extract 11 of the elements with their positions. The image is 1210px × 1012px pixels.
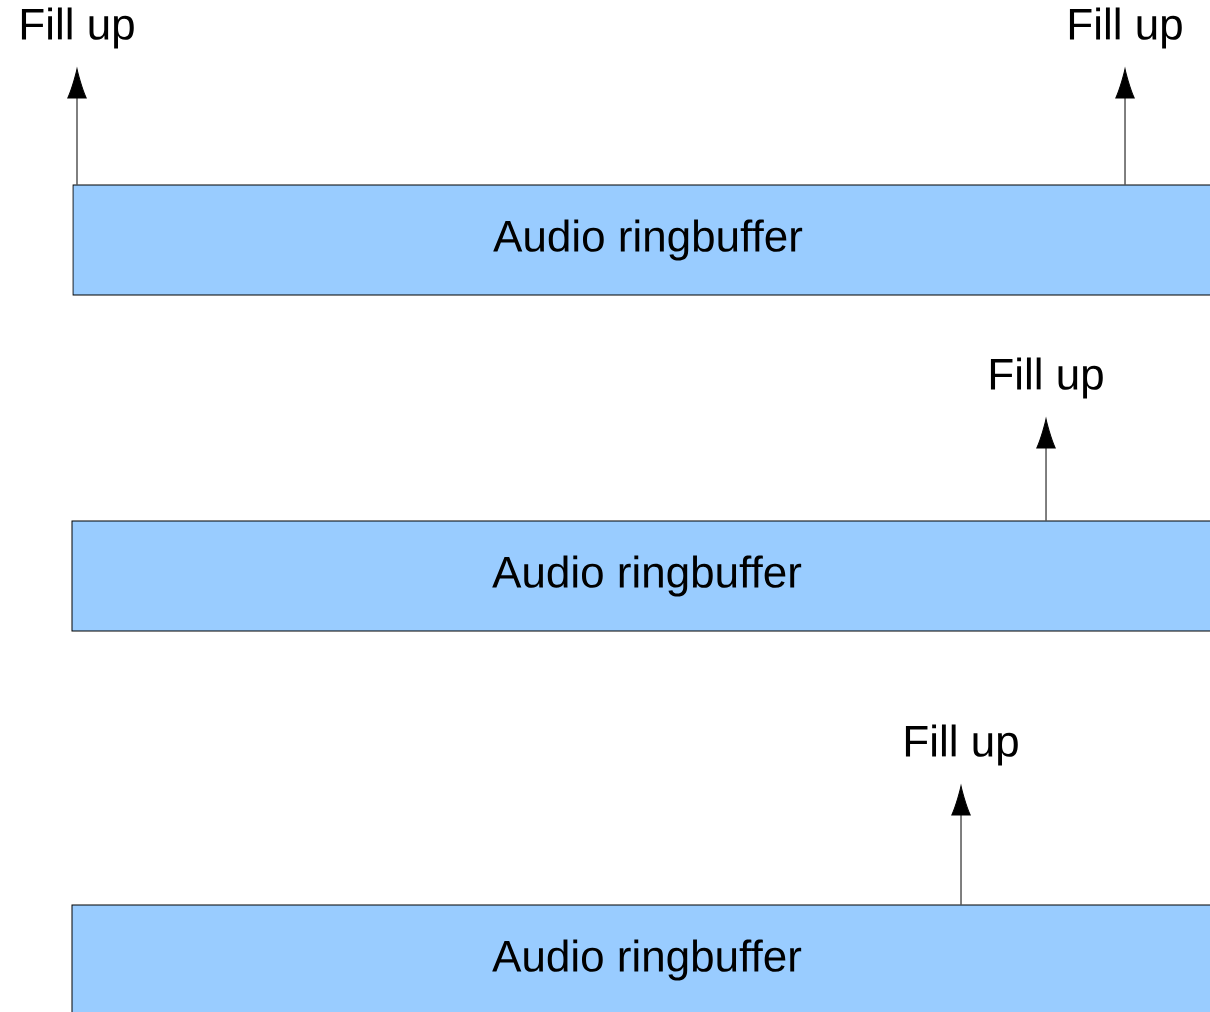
fill-label: Fill up bbox=[990, 357, 1103, 399]
buffer-bar: Audio ringbuffer bbox=[71, 520, 1210, 632]
fill-label: Fill up bbox=[21, 7, 134, 49]
buffer-bar: Audio ringbuffer bbox=[72, 184, 1210, 296]
arrow bbox=[1036, 418, 1056, 521]
arrow bbox=[67, 68, 87, 185]
fill-label: Fill up bbox=[1069, 7, 1182, 49]
fill-label: Fill up bbox=[905, 724, 1018, 766]
arrow bbox=[951, 785, 971, 905]
arrow bbox=[1115, 68, 1135, 185]
buffer-bar: Audio ringbuffer bbox=[71, 904, 1210, 1012]
